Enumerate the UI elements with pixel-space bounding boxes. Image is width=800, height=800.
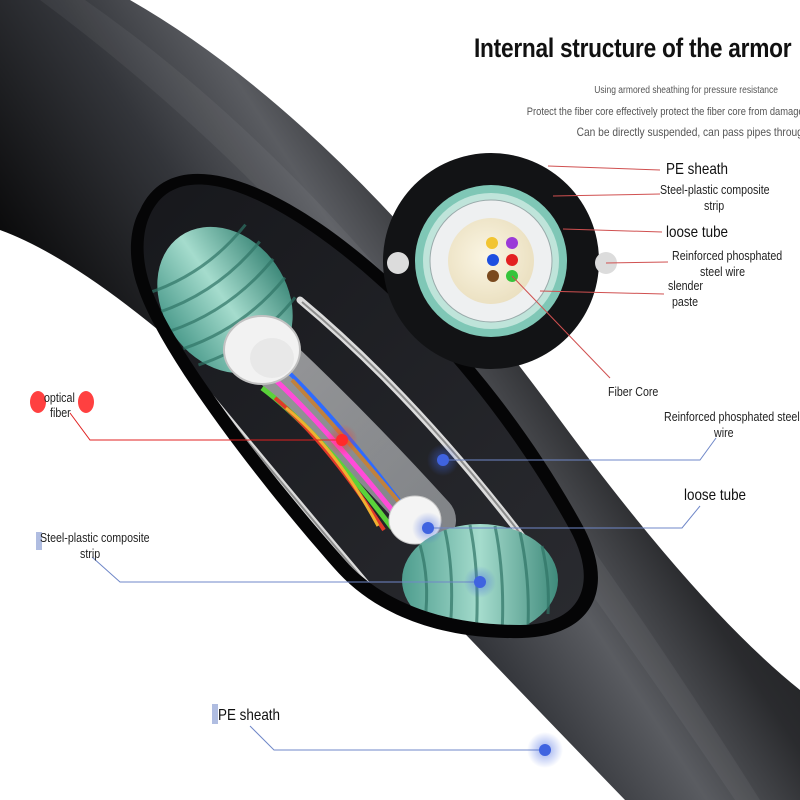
leader-steel-wire (443, 437, 717, 461)
label-optical-fiber-2: fiber (50, 405, 71, 420)
cs-label-strip-1: Steel-plastic composite (660, 182, 770, 197)
steel-wire-right-shade (301, 301, 543, 563)
label-optical-fiber-1: optical (44, 390, 75, 405)
leader-steel-plastic-strip (91, 556, 480, 583)
leader-pe-sheath (249, 725, 545, 751)
cs-label-loose-tube: loose tube (666, 224, 729, 241)
accent-optical-fiber-2 (78, 391, 94, 413)
marker-steel-wire (437, 454, 449, 466)
feature-3: Can be directly suspended, can pass pipe… (576, 125, 800, 139)
label-strip-1: Steel-plastic composite (40, 530, 150, 545)
feature-1: Using armored sheathing for pressure res… (594, 85, 778, 96)
fiber-dot-4 (506, 254, 518, 266)
accent-optical-fiber-1 (30, 391, 46, 413)
label-pe-sheath: PE sheath (218, 707, 281, 724)
cross-section (383, 153, 617, 369)
markers (30, 391, 563, 768)
leader-loose-tube (428, 505, 701, 529)
page-title: Internal structure of the armor (474, 33, 792, 63)
label-steel-wire-2: wire (714, 425, 734, 440)
cable-leaders (69, 412, 717, 751)
fiber-dot-5 (487, 270, 499, 282)
cross-steel-wire-left (387, 252, 409, 274)
sheath-highlight (40, 0, 760, 800)
marker-pe-sheath (539, 744, 551, 756)
label-loose-tube: loose tube (684, 487, 747, 504)
leader-optical-fiber (69, 412, 342, 441)
cs-label-strip-2: strip (704, 198, 725, 213)
cs-label-fiber-core: Fiber Core (608, 384, 659, 399)
fiber-dot-1 (486, 237, 498, 249)
accent-pe-sheath (212, 704, 218, 724)
cs-label-paste-1: slender (668, 278, 703, 293)
cs-label-pe-sheath: PE sheath (666, 161, 729, 178)
cs-label-wire-2: steel wire (700, 264, 746, 279)
feature-2: Protect the fiber core effectively prote… (526, 106, 800, 118)
cross-section-leaders (511, 165, 669, 379)
armor-coil-upper (146, 223, 301, 385)
fiber-dot-3 (487, 254, 499, 266)
label-steel-wire-1: Reinforced phosphated steel (664, 409, 800, 424)
marker-steel-plastic-strip (474, 576, 486, 588)
marker-optical-fiber (336, 434, 348, 446)
fiber-dot-2 (506, 237, 518, 249)
cs-label-wire-1: Reinforced phosphated (672, 248, 783, 263)
cs-label-paste-2: paste (672, 294, 699, 309)
marker-loose-tube (422, 522, 434, 534)
accent-steel-plastic-strip (36, 532, 42, 550)
label-strip-2: strip (80, 546, 101, 561)
